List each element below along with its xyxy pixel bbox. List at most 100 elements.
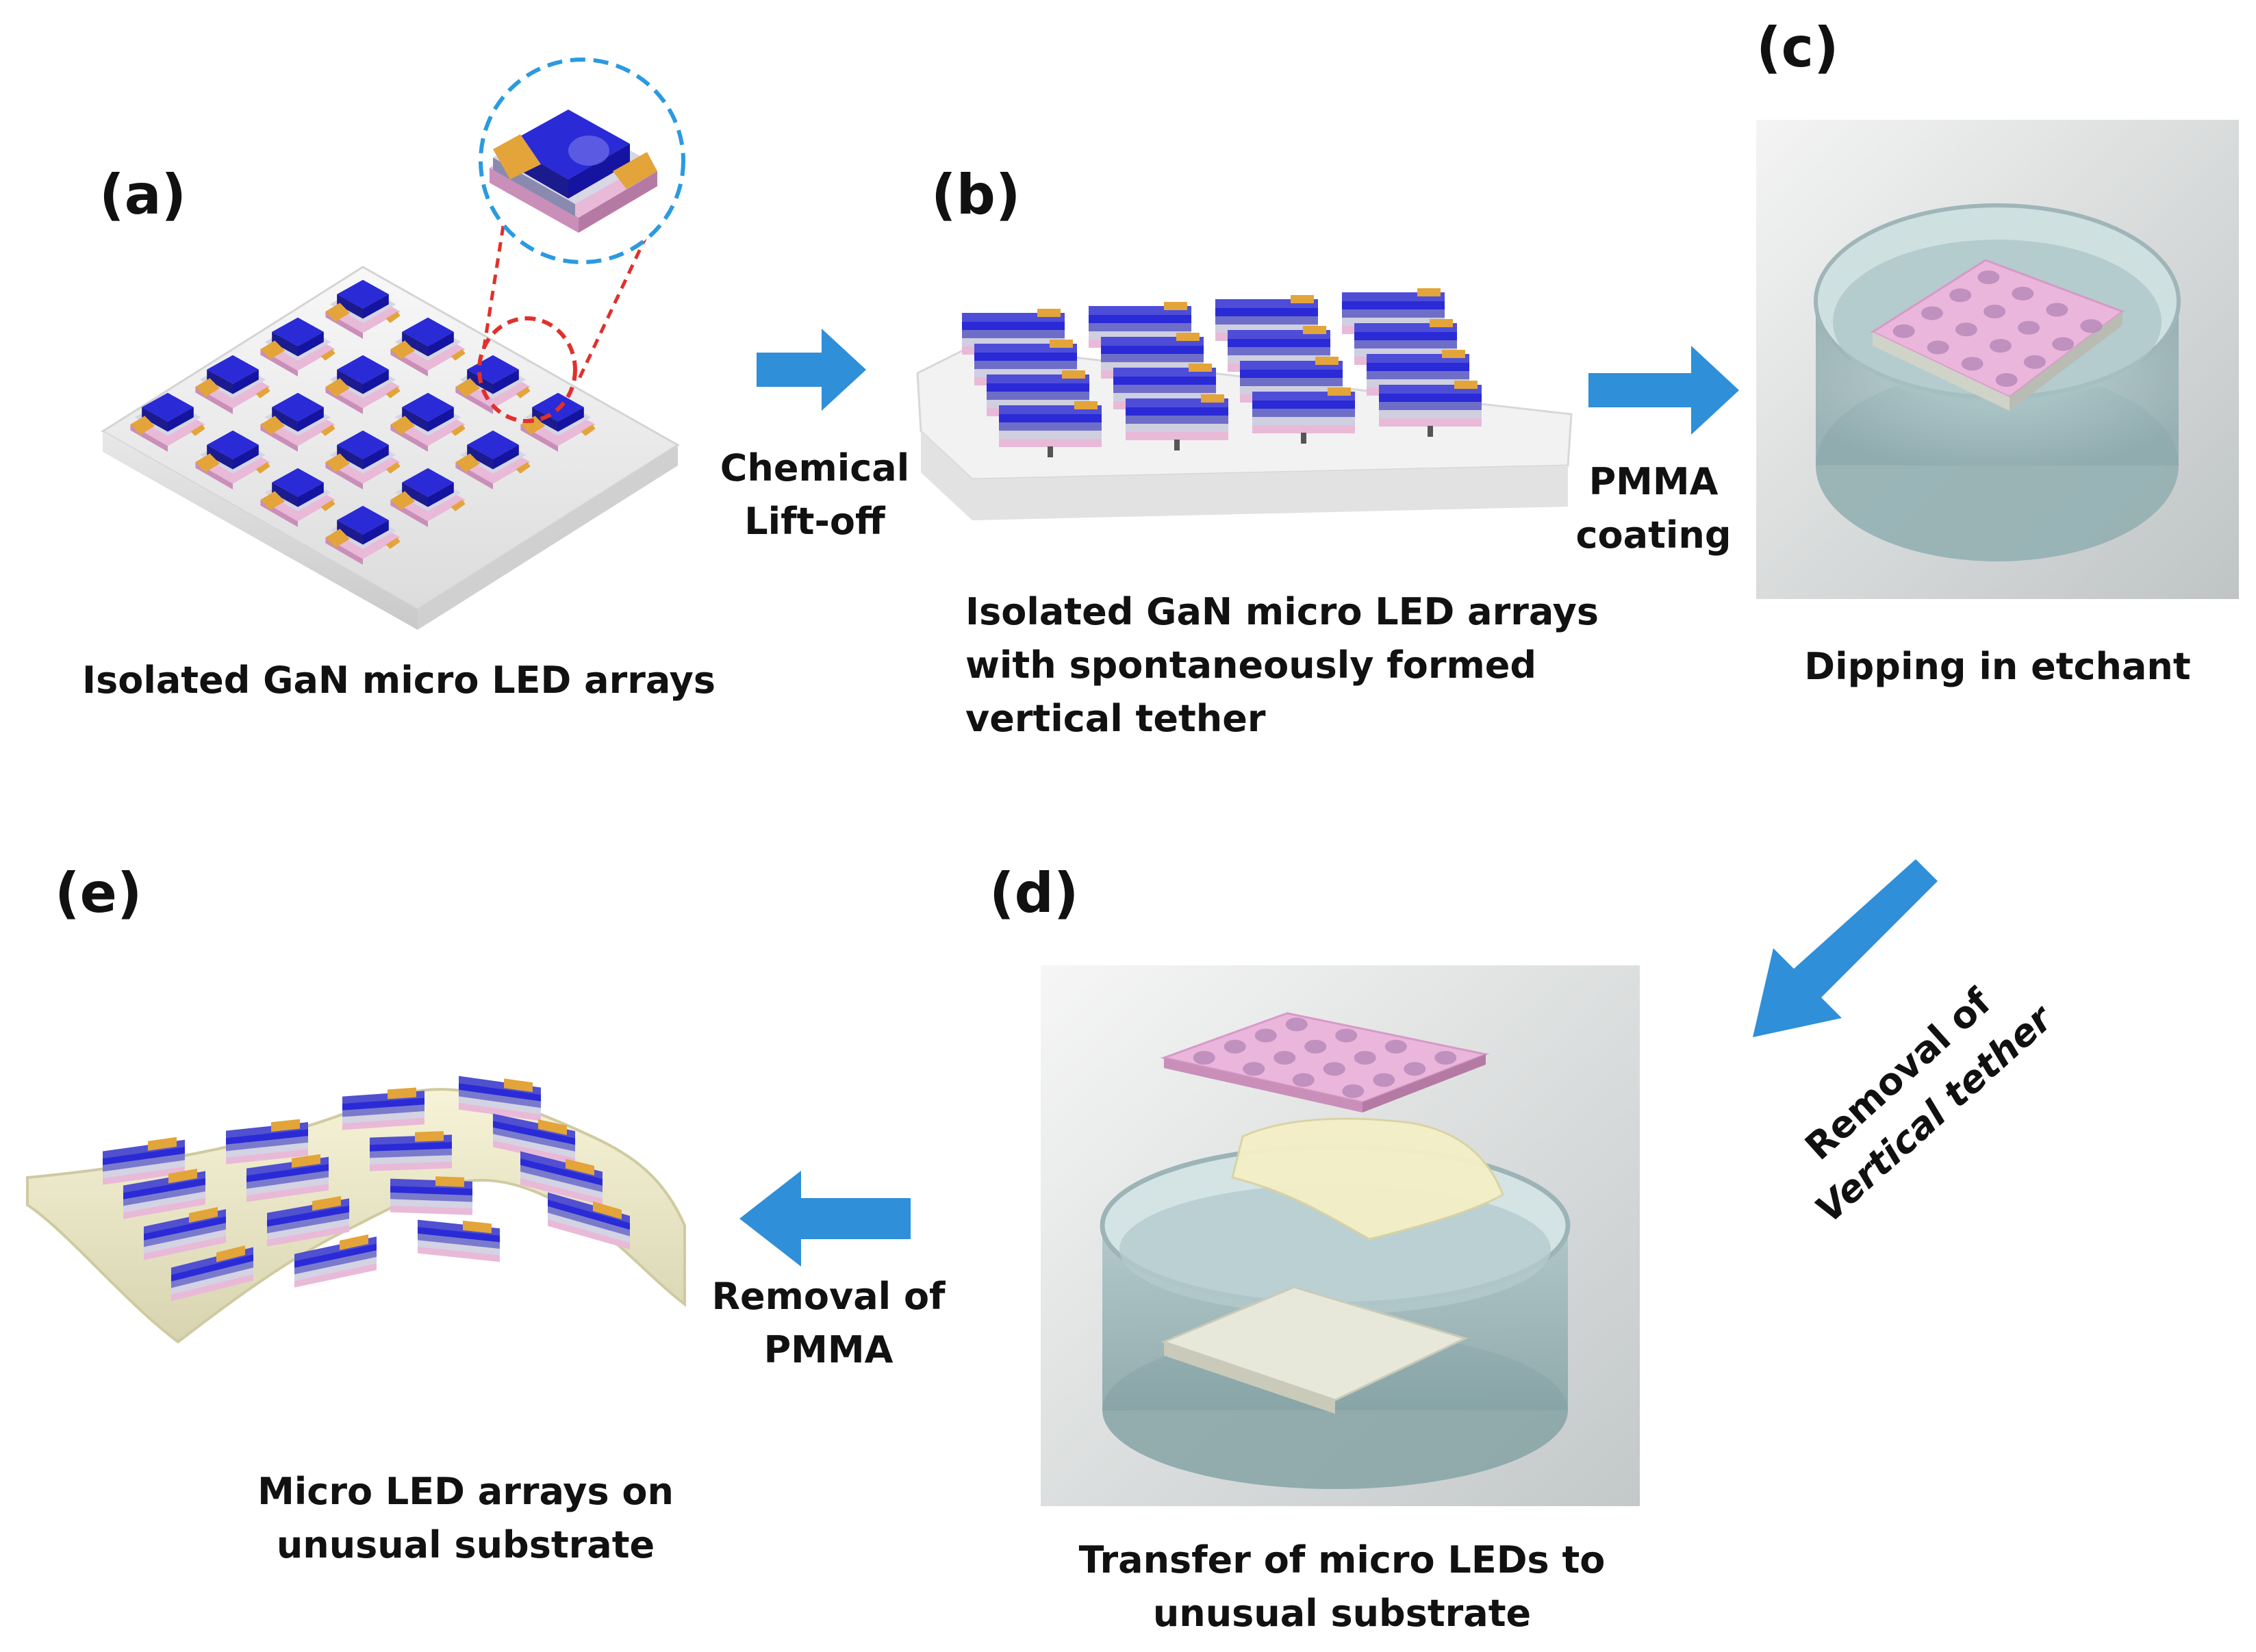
step-a-to-b-line-2: Lift-off [744,500,885,543]
led-dot [1354,1051,1376,1065]
led-dot [1224,1039,1246,1054]
micro-led [130,392,205,452]
step-d-to-e-label: Removal of PMMA [709,1270,948,1377]
vertical-tether [1048,446,1053,457]
step-d-to-e-line-2: PMMA [763,1328,893,1371]
zoom-line-left [481,225,505,357]
micro-led [260,468,335,527]
led-dot [1335,1028,1358,1043]
panel-b-caption-line-2: with spontaneously formed [965,644,1537,687]
transferred-micro-led [370,1131,452,1171]
panel-e-label: (e) [55,861,142,925]
panel-a-substrate-side [103,431,418,630]
panel-d-label: (d) [989,861,1079,925]
panel-b-caption-line-1: Isolated GaN micro LED arrays [965,590,1599,633]
led-dot [1304,1039,1327,1054]
micro-led [195,430,270,490]
vertical-tether [1428,426,1433,437]
led-dot [1243,1062,1265,1076]
lifted-micro-led [1252,387,1355,444]
micro-led [260,317,335,377]
led-dot [1193,1051,1215,1065]
micro-led [455,355,531,414]
led-dot [1989,339,2012,353]
micro-led [325,279,401,339]
led-dot [2046,303,2068,317]
transferred-micro-led [123,1168,205,1219]
panel-a-label: (a) [99,163,187,227]
transferred-micro-led [459,1076,541,1121]
panel-e-caption-line-1: Micro LED arrays on [257,1470,674,1513]
panel-a-caption: Isolated GaN micro LED arrays [82,654,715,707]
transferred-micro-led [342,1087,424,1130]
led-dot [1384,1039,1407,1054]
panel-c-label: (c) [1756,16,1839,79]
panel-e-led-array [103,1076,630,1301]
transferred-micro-led [171,1245,253,1301]
zoomed-led [490,110,657,233]
panel-c-led-dots [1892,270,2103,387]
panel-d-caption-line-2: unusual substrate [1152,1592,1532,1635]
panel-a-caption-line-1: Isolated GaN micro LED arrays [82,659,715,702]
led-dot [1292,1073,1315,1087]
micro-led [455,430,531,490]
led-dot [1927,340,1949,355]
step-b-to-c-line-1: PMMA [1588,460,1719,503]
step-b-to-c-label: PMMA coating [1564,455,1742,562]
micro-led [390,317,466,377]
led-dot [1983,305,2006,318]
lifted-micro-led [1379,381,1482,437]
panel-e-caption: Micro LED arrays on unusual substrate [157,1465,774,1572]
led-dot [2023,355,2046,369]
led-dot [1955,322,1977,337]
panel-b-caption-line-3: vertical tether [965,697,1266,740]
micro-led [325,430,401,490]
led-dot [1961,357,1983,371]
micro-led [325,355,401,414]
led-dot [1273,1051,1296,1065]
lifted-micro-led [1126,394,1228,450]
micro-led [260,392,335,452]
transferred-micro-led [103,1136,185,1185]
led-dot [1285,1017,1308,1032]
transferred-micro-led [520,1151,603,1206]
led-dot [1404,1062,1426,1076]
panel-a-led-array [130,279,596,565]
led-dot [1977,270,2000,284]
micro-led [325,505,401,565]
transferred-micro-led [226,1119,308,1165]
led-dot [1892,324,1915,338]
panel-b-label: (b) [931,163,1021,227]
panel-c-caption-line-1: Dipping in etchant [1804,645,2191,688]
led-dot [1434,1051,1457,1065]
panel-d-caption: Transfer of micro LEDs to unusual substr… [1027,1534,1657,1640]
transferred-micro-led [418,1219,500,1262]
step-b-to-c-line-2: coating [1575,513,1732,557]
transferred-micro-led [548,1192,630,1250]
led-dot [1921,306,1943,320]
led-dot [2012,286,2034,301]
panel-d-led-dots [1193,1017,1457,1098]
led-dot [2018,320,2040,335]
led-dot [1373,1073,1395,1087]
led-dot [2080,319,2103,333]
transferred-micro-led [267,1195,349,1247]
step-a-to-b-line-1: Chemical [720,446,910,490]
transferred-micro-led [493,1113,575,1165]
step-d-to-e-line-1: Removal of [711,1275,946,1318]
panel-d-flexible-film [1231,1117,1504,1241]
panel-a-substrate-side-right [418,445,678,630]
panel-e-caption-line-2: unusual substrate [276,1523,655,1566]
zoom-red-circle [477,316,577,423]
panel-d-submerged-substrate [1161,1286,1469,1401]
vertical-tether [1174,440,1180,450]
micro-led [390,468,466,527]
led-dot [2052,337,2075,351]
micro-led [195,355,270,414]
